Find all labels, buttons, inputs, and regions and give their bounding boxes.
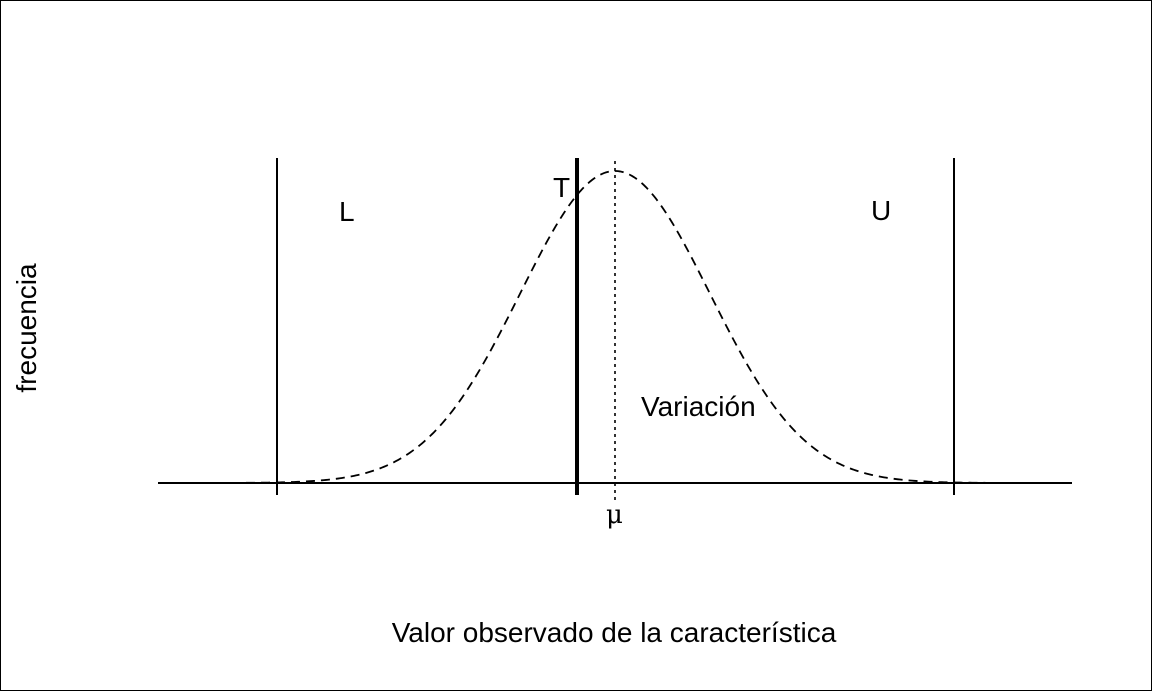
distribution-curve xyxy=(186,170,1046,484)
x-axis-title: Valor observado de la característica xyxy=(392,617,837,648)
variation-label: Variación xyxy=(641,391,756,422)
lower-limit-label: L xyxy=(339,196,355,227)
mean-label: μ xyxy=(606,500,623,530)
upper-limit-label: U xyxy=(871,195,891,226)
target-label: T xyxy=(553,172,570,203)
y-axis-title: frecuencia xyxy=(11,263,42,393)
